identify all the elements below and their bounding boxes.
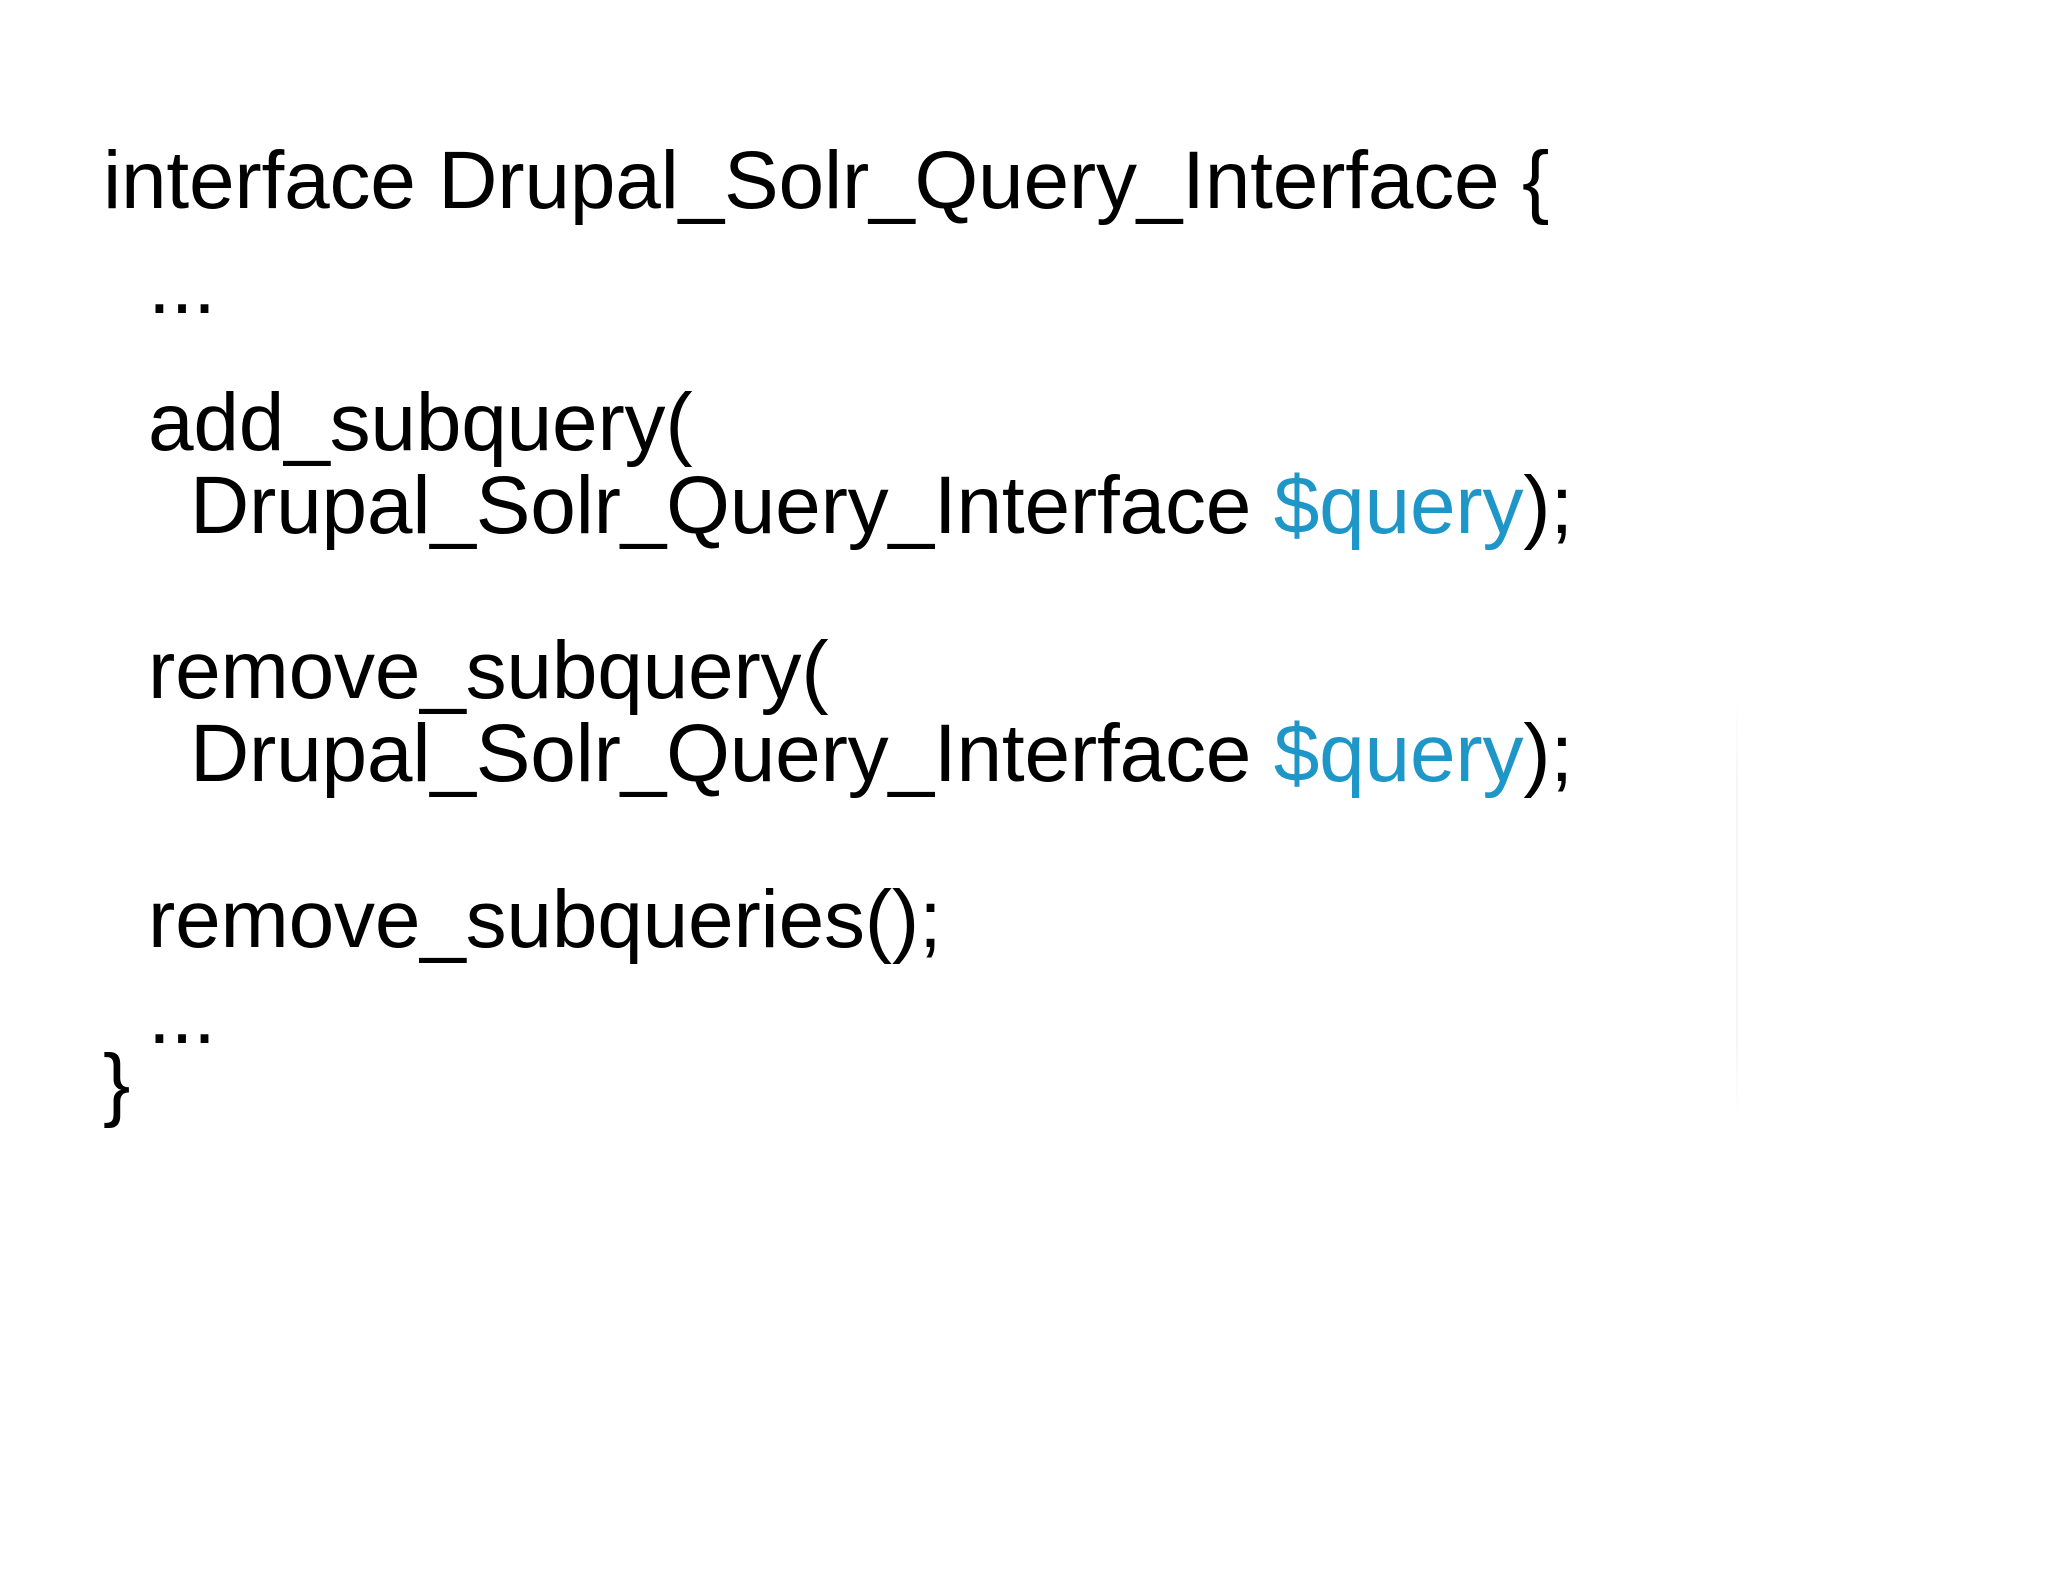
code-line-ellipsis-bottom: ... [148,975,216,1057]
code-line-ellipsis-top: ... [148,245,216,327]
code-line-interface-close-brace: } [103,1043,130,1125]
code-token-punctuation: ); [1523,460,1573,551]
code-line-interface-declaration: interface Drupal_Solr_Query_Interface { [103,140,1549,222]
code-token-type: Drupal_Solr_Query_Interface [190,460,1274,551]
code-token-plain: add_subquery( [148,377,693,468]
code-line-remove-subquery-parameter: Drupal_Solr_Query_Interface $query); [190,713,1573,795]
code-token-plain: ... [148,240,216,331]
code-token-plain: remove_subqueries(); [148,874,942,965]
scan-seam-artifact [1736,700,1738,1120]
code-line-add-subquery-parameter: Drupal_Solr_Query_Interface $query); [190,465,1573,547]
code-line-remove-subquery-signature: remove_subquery( [148,630,829,712]
code-token-type: Drupal_Solr_Query_Interface [190,708,1274,799]
code-token-plain: } [103,1038,131,1129]
code-line-remove-subqueries-call: remove_subqueries(); [148,879,942,961]
code-token-plain: ... [148,970,216,1061]
code-token-plain: remove_subquery( [148,625,829,716]
code-line-add-subquery-signature: add_subquery( [148,382,693,464]
code-token-punctuation: ); [1523,708,1573,799]
code-token-plain: interface Drupal_Solr_Query_Interface { [103,135,1550,226]
code-token-variable: $query [1273,460,1524,551]
code-token-variable: $query [1273,708,1524,799]
